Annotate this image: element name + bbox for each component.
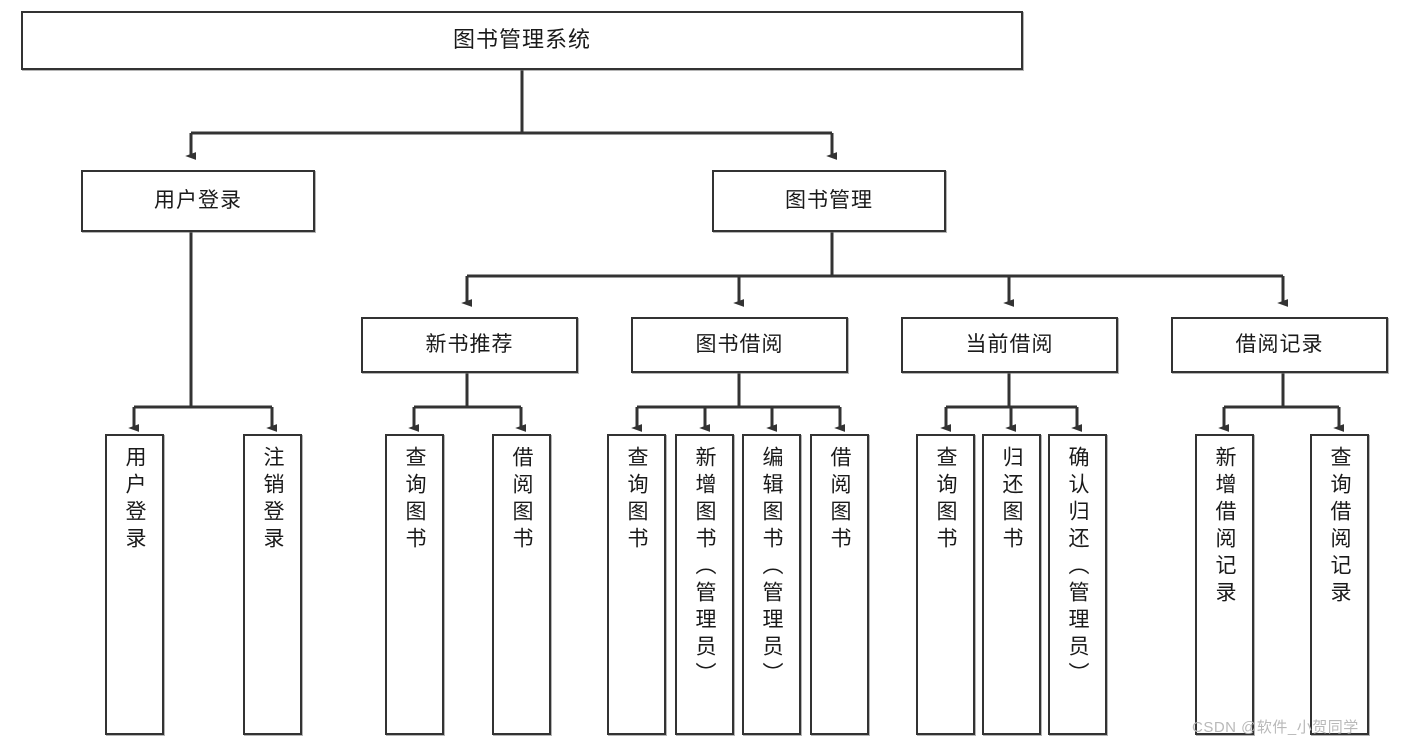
node-current-borrow-label: 当前借阅 [965, 333, 1054, 357]
node-root[interactable]: 图书管理系统 [21, 11, 1023, 70]
node-leaf-query-book-3[interactable]: 查询图书 [916, 434, 975, 735]
node-borrow-record-label: 借阅记录 [1235, 333, 1324, 357]
node-leaf-query-book-2-label: 查询图书 [625, 446, 648, 554]
node-leaf-confirm-return-label: 确认归还（管理员） [1066, 446, 1089, 689]
node-leaf-add-record-label: 新增借阅记录 [1213, 446, 1236, 608]
node-leaf-borrow-book-1-label: 借阅图书 [510, 446, 533, 554]
node-new-book-recommend-label: 新书推荐 [425, 333, 514, 357]
node-new-book-recommend[interactable]: 新书推荐 [361, 317, 578, 373]
node-leaf-add-record[interactable]: 新增借阅记录 [1195, 434, 1254, 735]
node-leaf-query-book-3-label: 查询图书 [934, 446, 957, 554]
node-leaf-logout[interactable]: 注销登录 [243, 434, 302, 735]
watermark: CSDN @软件_小贺同学 [1192, 719, 1359, 736]
node-leaf-return-book-label: 归还图书 [1000, 446, 1023, 554]
node-book-manage-label: 图书管理 [785, 189, 873, 213]
node-user-login-label: 用户登录 [154, 189, 242, 213]
node-root-label: 图书管理系统 [452, 27, 591, 53]
node-leaf-edit-book-label: 编辑图书（管理员） [760, 446, 783, 689]
node-leaf-edit-book[interactable]: 编辑图书（管理员） [742, 434, 801, 735]
node-leaf-logout-label: 注销登录 [261, 446, 284, 554]
node-leaf-confirm-return[interactable]: 确认归还（管理员） [1048, 434, 1107, 735]
node-current-borrow[interactable]: 当前借阅 [901, 317, 1118, 373]
node-leaf-borrow-book-2-label: 借阅图书 [828, 446, 851, 554]
node-borrow-record[interactable]: 借阅记录 [1171, 317, 1388, 373]
node-leaf-user-login-label: 用户登录 [123, 446, 146, 554]
node-leaf-query-book-1-label: 查询图书 [403, 446, 426, 554]
node-leaf-query-book-2[interactable]: 查询图书 [607, 434, 666, 735]
node-leaf-return-book[interactable]: 归还图书 [982, 434, 1041, 735]
node-user-login[interactable]: 用户登录 [81, 170, 315, 232]
node-book-manage[interactable]: 图书管理 [712, 170, 946, 232]
node-leaf-user-login[interactable]: 用户登录 [105, 434, 164, 735]
node-leaf-borrow-book-1[interactable]: 借阅图书 [492, 434, 551, 735]
node-book-borrow[interactable]: 图书借阅 [631, 317, 848, 373]
node-leaf-query-record[interactable]: 查询借阅记录 [1310, 434, 1369, 735]
node-leaf-add-book[interactable]: 新增图书（管理员） [675, 434, 734, 735]
node-leaf-query-book-1[interactable]: 查询图书 [385, 434, 444, 735]
node-leaf-query-record-label: 查询借阅记录 [1328, 446, 1351, 608]
node-leaf-borrow-book-2[interactable]: 借阅图书 [810, 434, 869, 735]
node-book-borrow-label: 图书借阅 [695, 333, 784, 357]
node-leaf-add-book-label: 新增图书（管理员） [693, 446, 716, 689]
